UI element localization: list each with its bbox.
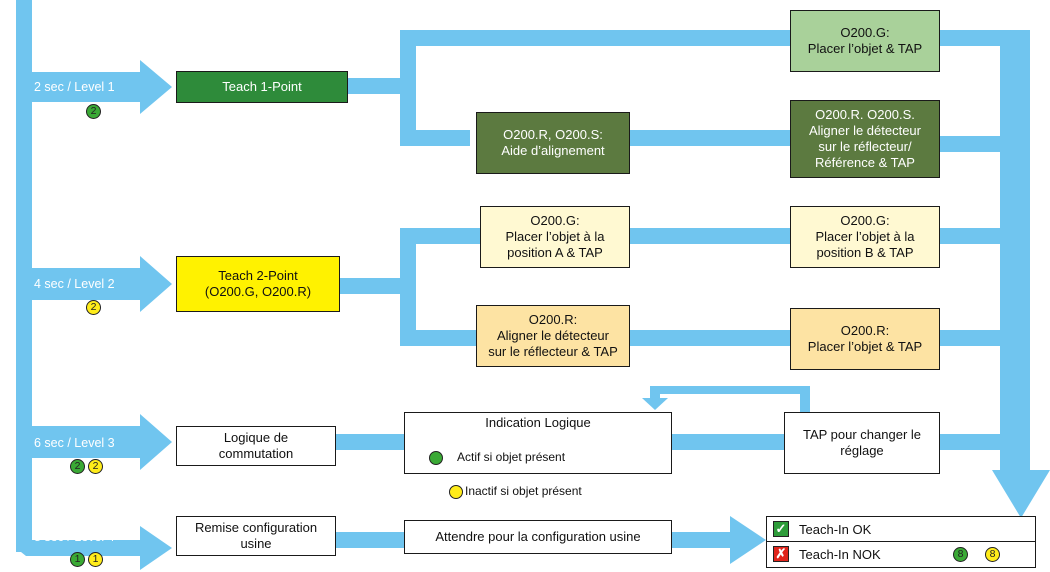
logic-indication-box: Indication Logique Actif si objet présen… [404, 412, 672, 499]
switching-logic-box: Logique de commutation [176, 426, 336, 466]
check-icon: ✓ [773, 521, 789, 537]
nok-led-green: 8 [953, 547, 968, 562]
level-1-led-green: 2 [86, 104, 101, 119]
teach-in-ok-label: Teach-In OK [799, 521, 872, 537]
o200g-position-a-box: O200.G: Placer l’objet à la position A &… [480, 206, 630, 268]
inactive-indicator-row: Inactif si objet présent [449, 467, 582, 499]
nok-led-yellow: 8 [985, 547, 1000, 562]
green-led-icon [429, 450, 443, 465]
o200rs-alignment-aid-box: O200.R, O200.S: Aide d’alignement [476, 112, 630, 174]
level-3-label: 6 sec / Level 3 [34, 436, 115, 450]
yellow-led-icon [449, 484, 463, 499]
teach-1-point-box: Teach 1-Point [176, 71, 348, 103]
level-3-led-green: 2 [70, 459, 85, 474]
teach-in-ok-row: ✓ Teach-In OK [773, 521, 871, 537]
o200rs-align-reference-box: O200.R. O200.S. Aligner le détecteur sur… [790, 100, 940, 178]
level-2-label: 4 sec / Level 2 [34, 277, 115, 291]
teach-in-nok-label: Teach-In NOK [799, 546, 881, 562]
level-4-led-yellow: 1 [88, 552, 103, 567]
level-4-label: 8 sec / Level 4 [34, 530, 115, 544]
logic-indication-title: Indication Logique [485, 415, 591, 430]
o200r-place-object-box: O200.R: Placer l’objet & TAP [790, 308, 940, 370]
level-3-led-yellow: 2 [88, 459, 103, 474]
level-4-led-green: 1 [70, 552, 85, 567]
status-divider [767, 541, 1035, 542]
inactive-label: Inactif si objet présent [465, 484, 582, 498]
teach-in-nok-row: ✗ Teach-In NOK [773, 546, 881, 562]
tap-change-setting-box: TAP pour changer le réglage [784, 412, 940, 474]
active-indicator-row: Actif si objet présent [429, 433, 565, 465]
cross-icon: ✗ [773, 546, 789, 562]
active-label: Actif si objet présent [457, 450, 566, 464]
teach-in-status-box: ✓ Teach-In OK ✗ Teach-In NOK 8 8 [766, 516, 1036, 568]
o200g-position-b-box: O200.G: Placer l’objet à la position B &… [790, 206, 940, 268]
teach-2-point-box: Teach 2-Point (O200.G, O200.R) [176, 256, 340, 312]
wait-factory-config-box: Attendre pour la configuration usine [404, 520, 672, 554]
o200g-place-object-box: O200.G: Placer l’objet & TAP [790, 10, 940, 72]
factory-reset-box: Remise configuration usine [176, 516, 336, 556]
o200r-align-detector-box: O200.R: Aligner le détecteur sur le réfl… [476, 305, 630, 367]
level-1-label: 2 sec / Level 1 [34, 80, 115, 94]
level-2-led-yellow: 2 [86, 300, 101, 315]
